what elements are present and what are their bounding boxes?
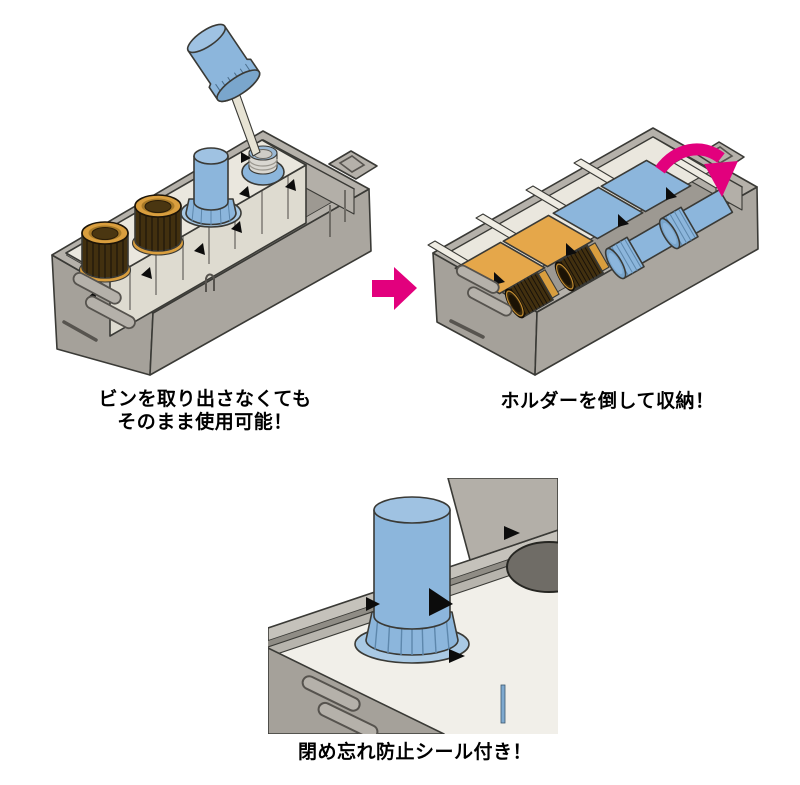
rim-tab-handle <box>328 150 378 180</box>
triangle-marker <box>449 649 465 663</box>
rim-clip <box>205 273 215 292</box>
side-latch <box>72 272 136 330</box>
wall-slit <box>449 319 485 339</box>
orange-holder-base <box>502 214 594 268</box>
triangle-marker <box>366 597 380 611</box>
caption-left-line2: そのまま使用可能！ <box>117 412 293 433</box>
triangle-marker <box>194 243 205 255</box>
caption-bottom: 閉め忘れ防止シール付き！ <box>297 742 532 763</box>
triangle-markers <box>494 187 677 285</box>
blue-holder-base <box>552 186 644 240</box>
blue-holder-base <box>600 159 692 213</box>
neighbour-slot-hole <box>506 541 558 593</box>
triangle-marker <box>618 214 629 227</box>
triangle-marker <box>666 187 677 200</box>
box-near-wall <box>268 647 445 734</box>
triangle-marker <box>141 267 152 279</box>
figure-box-in-use <box>51 23 378 376</box>
figure-closeup-seal <box>268 478 558 734</box>
caption-right: ホルダーを倒して収納！ <box>500 391 715 412</box>
paint-bottle-brown <box>78 221 132 283</box>
paint-bottle-brown <box>131 194 185 256</box>
wall-slit <box>62 320 98 342</box>
triangle-marker <box>285 179 296 191</box>
paint-bottle-blue <box>180 147 242 228</box>
open-bottle-slot <box>241 145 285 186</box>
fold-down-arrow-icon <box>655 143 738 197</box>
lying-bottle-brown <box>554 242 610 292</box>
arrow-right-icon <box>372 267 417 310</box>
triangle-marker <box>504 526 520 540</box>
triangle-marker <box>231 221 242 233</box>
paint-bottle-blue-closeup <box>354 496 470 664</box>
triangle-markers <box>366 526 520 663</box>
triangle-marker <box>494 272 505 285</box>
box-wall-closeup <box>447 478 558 561</box>
lying-bottle-blue <box>658 188 734 250</box>
holder-pin <box>500 684 506 724</box>
paint-cap-with-brush <box>186 23 261 103</box>
triangle-marker <box>566 243 577 256</box>
triangle-marker <box>239 186 250 198</box>
lying-bottle-brown <box>504 269 560 319</box>
triangle-marker <box>241 152 251 163</box>
side-latch <box>301 675 379 734</box>
close-reminder-seal <box>429 588 453 616</box>
caption-left-line1: ビンを取り出さなくても <box>98 389 312 410</box>
caption-left: ビンを取り出さなくても そのまま使用可能！ <box>40 388 370 434</box>
side-latch <box>455 264 513 317</box>
figure-box-storage <box>427 127 759 376</box>
